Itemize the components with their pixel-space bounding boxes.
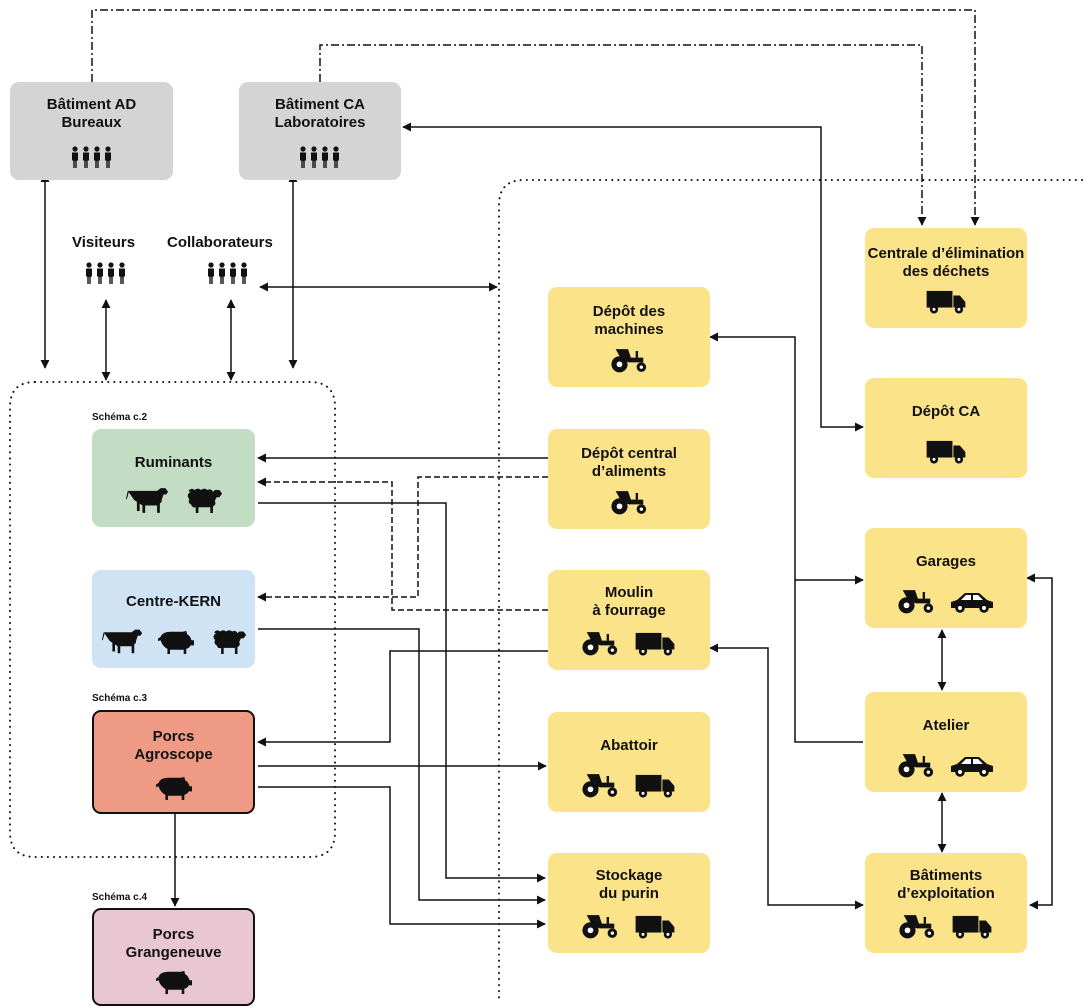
schema-c2-label: Schéma c.2 (92, 412, 148, 423)
people-group-icon (71, 146, 111, 168)
tractor-icon (898, 590, 934, 614)
people-group-icon (86, 262, 125, 284)
node-title: Dépôt CA (911, 403, 981, 420)
pig-icon (157, 630, 194, 654)
node-title: Bâtiment AD Bureaux (46, 96, 137, 131)
ruminants-box: Ruminants (92, 429, 255, 527)
sheep-icon (212, 630, 246, 654)
node-title: Centrale d’élimination des déchets (867, 245, 1025, 280)
batiments-exploitation-box: Bâtiments d’exploitation (865, 853, 1027, 953)
pig-icon (155, 776, 192, 800)
cow-icon (101, 629, 142, 654)
node-title: Ruminants (134, 454, 213, 471)
porcs-agroscope-box: Porcs Agroscope (92, 710, 255, 814)
truck-icon (926, 440, 966, 464)
tractor-icon (898, 754, 934, 778)
tractor-icon (611, 349, 647, 373)
pig-icon (155, 970, 192, 994)
node-title: Centre-KERN (125, 593, 221, 610)
node-title: Dépôt des machines (592, 303, 666, 338)
porcs-grangeneuve-box: Porcs Grangeneuve (92, 908, 255, 1006)
tractor-icon (611, 491, 647, 515)
centrale-dechets-box: Centrale d’élimination des déchets (865, 228, 1027, 328)
truck-icon (952, 915, 992, 939)
schema-c3-label: Schéma c.3 (92, 693, 148, 704)
car-icon (951, 757, 993, 777)
collaborateurs-label: Collaborateurs (167, 234, 273, 251)
tractor-icon (582, 632, 618, 656)
node-title: Porcs Grangeneuve (125, 926, 222, 961)
node-title: Dépôt central d’aliments (581, 445, 677, 480)
depot-ca-box: Dépôt CA (865, 378, 1027, 478)
truck-icon (635, 915, 675, 939)
batiment-ad-box: Bâtiment AD Bureaux (10, 82, 173, 180)
sheep-icon (187, 488, 222, 513)
node-title: Abattoir (600, 737, 658, 754)
stockage-purin-box: Stockage du purin (548, 853, 710, 953)
centre-kern-box: Centre-KERN (92, 570, 255, 668)
abattoir-box: Abattoir (548, 712, 710, 812)
node-title: Bâtiment CA Laboratoires (274, 96, 366, 131)
node-title: Garages (915, 553, 977, 570)
truck-icon (635, 632, 675, 656)
truck-icon (635, 774, 675, 798)
node-title: Atelier (922, 717, 970, 734)
tractor-icon (582, 915, 618, 939)
batiment-ca-box: Bâtiment CA Laboratoires (239, 82, 401, 180)
depot-aliments-box: Dépôt central d’aliments (548, 429, 710, 529)
depot-machines-box: Dépôt des machines (548, 287, 710, 387)
schema-c4-label: Schéma c.4 (92, 892, 148, 903)
feed-routes (257, 476, 548, 611)
truck-icon (926, 290, 966, 314)
tractor-icon (899, 915, 935, 939)
people-group-icon (300, 146, 339, 168)
solid-routes (40, 122, 1053, 929)
node-title: Stockage du purin (595, 867, 663, 902)
cow-icon (125, 488, 168, 513)
visiteurs-label: Visiteurs (72, 234, 136, 251)
people-group-icon (208, 262, 247, 284)
car-icon (951, 593, 993, 613)
atelier-box: Atelier (865, 692, 1027, 792)
node-title: Porcs Agroscope (134, 728, 213, 763)
left-zone-boundary (9, 381, 336, 858)
tractor-icon (582, 774, 618, 798)
garages-box: Garages (865, 528, 1027, 628)
moulin-box: Moulin à fourrage (548, 570, 710, 670)
waste-routes (91, 9, 980, 226)
node-title: Moulin à fourrage (592, 584, 666, 619)
node-title: Bâtiments d’exploitation (897, 867, 995, 902)
